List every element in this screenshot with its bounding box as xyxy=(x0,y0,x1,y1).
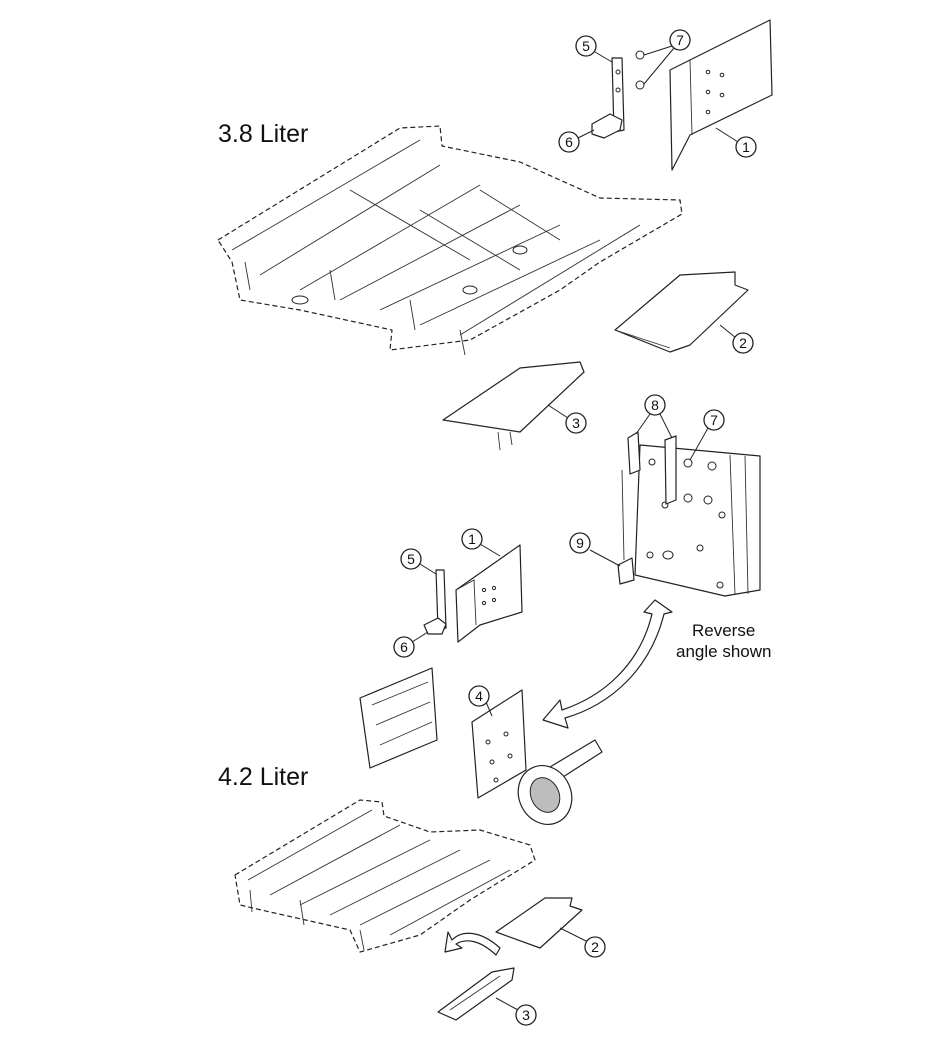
callout-1-3-8: 1 xyxy=(715,127,757,158)
callout-5-3-8: 5 xyxy=(575,35,613,63)
part-3-tunnel-panel-3-8 xyxy=(442,361,585,451)
part-8-brackets-4-2 xyxy=(621,431,677,561)
svg-text:2: 2 xyxy=(591,939,599,955)
svg-text:7: 7 xyxy=(676,32,684,48)
svg-text:5: 5 xyxy=(582,38,590,54)
section-title-3-8-liter: 3.8 Liter xyxy=(218,120,308,148)
part-3-tunnel-panel-4-2 xyxy=(437,967,515,1021)
reverse-angle-arrow xyxy=(542,599,673,729)
part-6-clip-3-8 xyxy=(591,113,623,139)
svg-text:5: 5 xyxy=(407,551,415,567)
callout-6-3-8: 6 xyxy=(558,129,595,153)
svg-text:1: 1 xyxy=(468,531,476,547)
callout-8-4-2: 8 xyxy=(635,394,673,439)
callout-1-4-2: 1 xyxy=(461,528,501,557)
part-5-bracket-4-2 xyxy=(435,569,447,631)
part-2-floor-panel-3-8 xyxy=(614,271,749,353)
part-7-nuts-3-8 xyxy=(635,50,645,90)
callout-2-3-8: 2 xyxy=(719,324,754,354)
glass-panel-4-2 xyxy=(359,667,438,769)
svg-text:1: 1 xyxy=(742,139,750,155)
small-curved-arrow-4-2 xyxy=(444,931,501,956)
svg-text:7: 7 xyxy=(710,412,718,428)
svg-text:6: 6 xyxy=(400,639,408,655)
callout-2-4-2: 2 xyxy=(559,927,606,958)
part-1-panel-4-2 xyxy=(455,544,523,643)
blower-motor-4-2 xyxy=(517,739,603,825)
callout-7-3-8: 7 xyxy=(643,29,691,85)
callout-5-4-2: 5 xyxy=(400,548,437,575)
svg-text:3: 3 xyxy=(572,415,580,431)
section-title-4-2-liter: 4.2 Liter xyxy=(218,763,308,791)
callout-6-4-2: 6 xyxy=(393,631,429,658)
floor-pan-3-8 xyxy=(217,125,683,356)
callout-9-4-2: 9 xyxy=(569,532,621,567)
callout-3-4-2: 3 xyxy=(495,997,537,1026)
part-4-panel-4-2 xyxy=(471,689,527,799)
part-9-clip-4-2 xyxy=(617,557,635,585)
part-panel-assembly-4-2 xyxy=(634,444,761,597)
svg-text:2: 2 xyxy=(739,335,747,351)
part-2-floor-panel-4-2 xyxy=(495,897,583,949)
svg-text:6: 6 xyxy=(565,134,573,150)
svg-text:4: 4 xyxy=(475,688,483,704)
part-5-bracket-3-8 xyxy=(611,57,625,133)
note-angle-shown-line: angle shown xyxy=(676,642,771,661)
callout-3-3-8: 3 xyxy=(547,404,587,434)
floor-pan-4-2 xyxy=(234,799,536,953)
callout-7-4-2: 7 xyxy=(689,409,725,461)
part-1-panel-3-8 xyxy=(669,19,773,171)
note-reverse-line: Reverse xyxy=(692,621,755,640)
svg-text:9: 9 xyxy=(576,535,584,551)
callout-4-4-2: 4 xyxy=(468,685,493,717)
svg-text:8: 8 xyxy=(651,397,659,413)
svg-text:3: 3 xyxy=(522,1007,530,1023)
